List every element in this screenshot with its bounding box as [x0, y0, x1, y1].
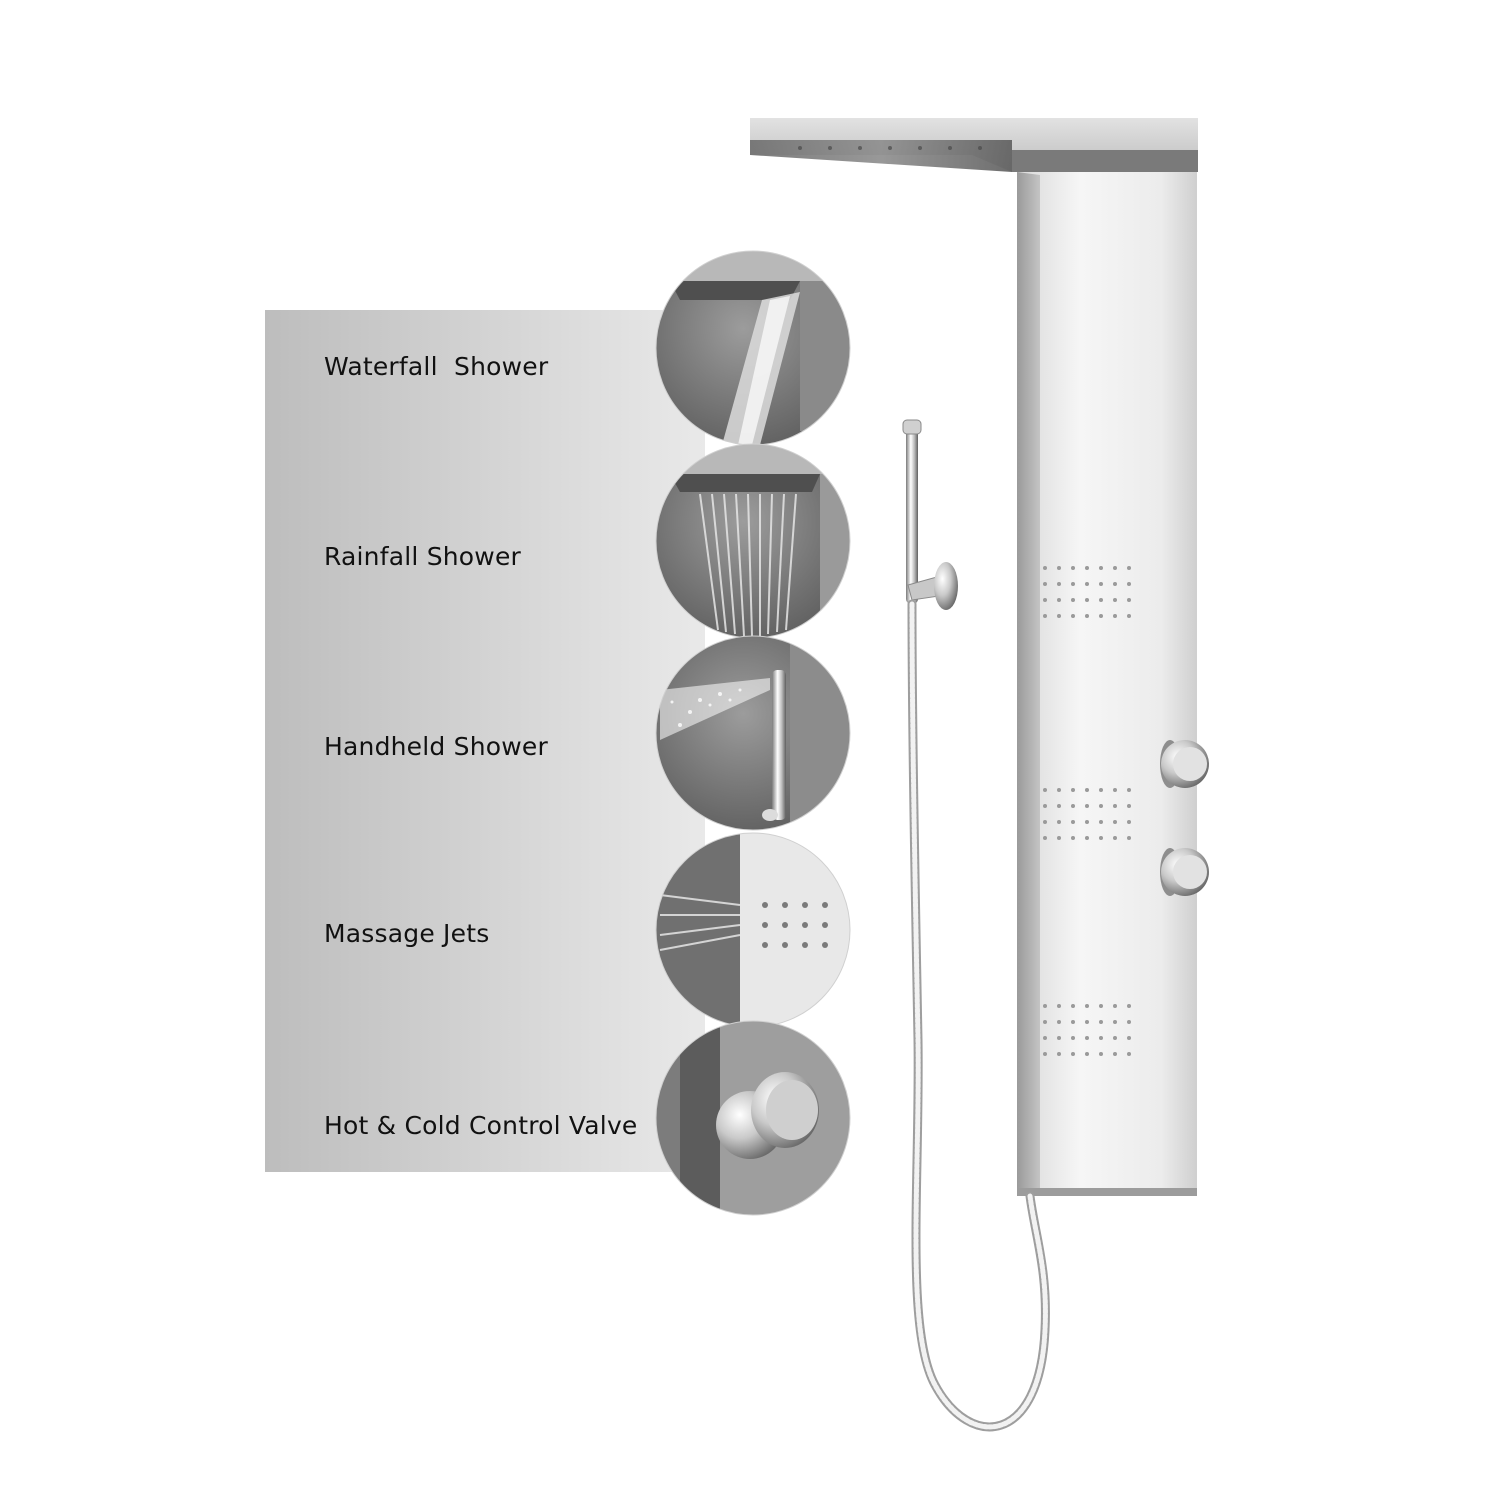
control-valve-icon [656, 1021, 850, 1215]
waterfall-icon [656, 251, 850, 445]
label-backdrop-panel [265, 310, 705, 1172]
feature-label-control-valve: Hot & Cold Control Valve [324, 1111, 638, 1140]
rainfall-icon [656, 444, 850, 638]
control-knob-upper [1160, 740, 1209, 788]
control-knob-lower [1160, 848, 1209, 896]
feature-label-waterfall-shower: Waterfall Shower [324, 352, 549, 381]
handheld-shower [902, 419, 1050, 1432]
handheld-shower-icon [656, 636, 850, 830]
feature-label-handheld-shower: Handheld Shower [324, 732, 548, 761]
shower-column [750, 118, 1209, 1196]
feature-label-rainfall-shower: Rainfall Shower [324, 542, 522, 571]
feature-label-massage-jets: Massage Jets [324, 919, 490, 948]
